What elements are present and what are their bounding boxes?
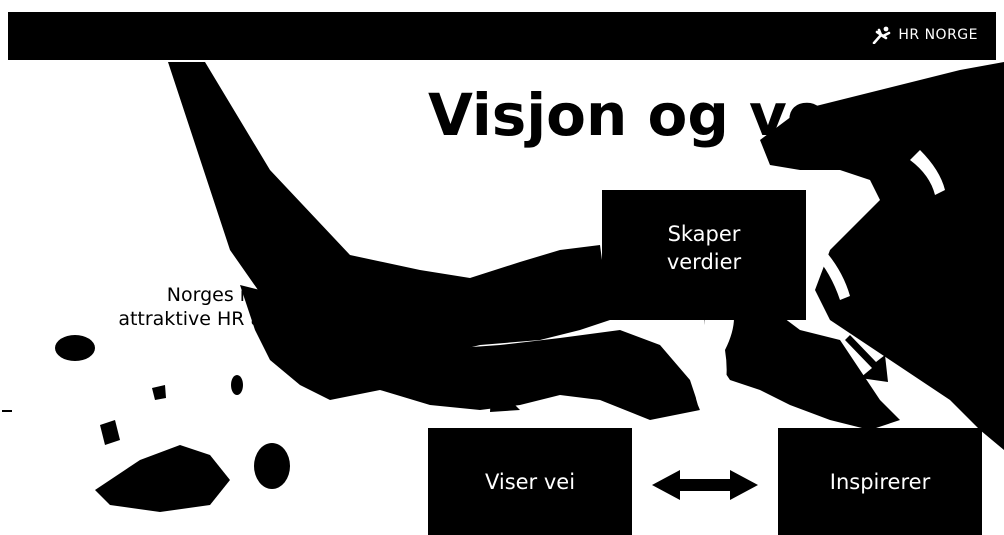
value-right-label: Inspirerer	[829, 469, 931, 494]
blob	[55, 335, 95, 361]
page-title: Visjon og verdi	[428, 81, 917, 149]
blob	[95, 445, 230, 512]
brushstroke-center	[700, 300, 900, 430]
blob	[152, 385, 166, 400]
vision-line-1: Norges me	[166, 284, 270, 306]
vision-line-2: attraktive HR ar	[118, 308, 270, 330]
value-left-label: Viser vei	[484, 469, 576, 494]
brand: HR NORGE	[872, 26, 978, 44]
blob	[231, 375, 243, 395]
value-box-inspirerer: Inspirerer	[778, 428, 982, 535]
hr-norge-logo-icon	[872, 26, 892, 44]
vision-statement: Norges me attraktive HR ar	[60, 283, 270, 331]
header-bar: HR NORGE	[8, 12, 996, 60]
double-arrow-icon	[652, 470, 758, 500]
value-box-skaper-verdier: Skaper verdier	[602, 190, 806, 320]
arrow-down-left-icon	[490, 365, 540, 412]
brushstroke-right	[760, 62, 1004, 450]
value-top-line-1: Skaper	[667, 222, 741, 246]
arrow-down-right-icon	[845, 335, 888, 382]
value-box-viser-vei: Viser vei	[428, 428, 632, 535]
blob	[254, 443, 290, 489]
blob	[100, 420, 120, 445]
dash	[2, 410, 12, 412]
brushstroke-lower	[240, 285, 700, 420]
value-top-line-2: verdier	[666, 250, 742, 274]
brand-name: HR NORGE	[898, 27, 978, 43]
brushstroke-diagonal	[168, 62, 610, 360]
